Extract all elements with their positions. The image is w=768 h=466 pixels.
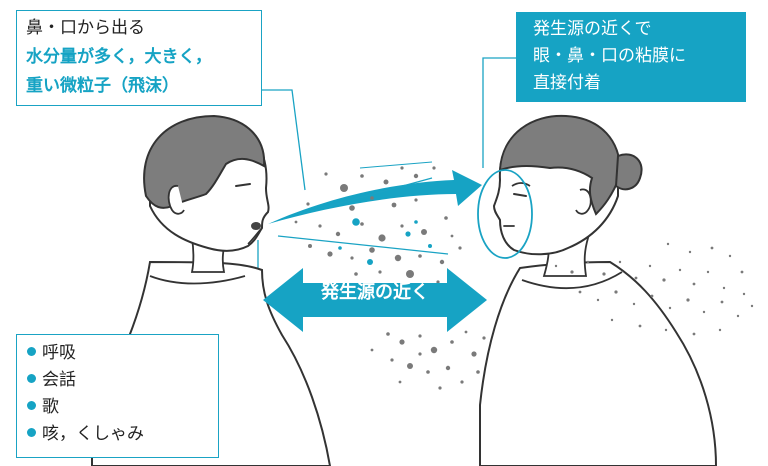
right-person-hair	[498, 114, 622, 216]
distance-arrow-label: 発生源の近く	[321, 282, 429, 303]
route-line-3: 直接付着	[533, 73, 601, 93]
list-item-label: 呼吸	[42, 343, 76, 363]
callout-line-2: 水分量が多く，大きく，	[26, 47, 212, 67]
right-person-shirt	[479, 260, 718, 466]
callout-line-1: 鼻・口から出る	[26, 18, 145, 38]
right-person-bun	[614, 153, 643, 191]
list-item: 呼吸	[27, 345, 76, 362]
callout-infection-route: 発生源の近くで 眼・鼻・口の粘膜に 直接付着	[516, 12, 746, 102]
droplet-spray	[268, 161, 754, 390]
bullet-dot-icon	[27, 428, 36, 437]
list-item: 歌	[27, 399, 59, 416]
callout-line-3: 重い微粒子（飛沫）	[26, 76, 179, 96]
list-item: 咳，くしゃみ	[27, 426, 144, 443]
bullet-dot-icon	[27, 347, 36, 356]
right-person	[477, 114, 718, 466]
list-item-label: 咳，くしゃみ	[42, 424, 144, 444]
right-person-ear	[575, 188, 592, 215]
gray-droplets	[294, 166, 754, 390]
callout-line-top-left	[262, 89, 306, 191]
accent-droplets	[338, 218, 432, 265]
face-mucous-membrane-highlight	[477, 169, 533, 259]
callout-droplet-description: 鼻・口から出る 水分量が多く，大きく， 重い微粒子（飛沫）	[16, 10, 262, 106]
callout-line-top-right	[482, 57, 516, 168]
distance-double-arrow	[263, 268, 487, 332]
bullet-dot-icon	[27, 374, 36, 383]
spray-arrow	[268, 170, 482, 224]
route-line-1: 発生源の近くで	[533, 19, 652, 39]
bullet-dot-icon	[27, 401, 36, 410]
callout-activities-list: 呼吸 会話 歌 咳，くしゃみ	[16, 334, 219, 458]
list-item-label: 会話	[42, 370, 76, 390]
route-line-2: 眼・鼻・口の粘膜に	[533, 46, 686, 66]
list-item: 会話	[27, 372, 76, 389]
left-person-mouth	[251, 222, 261, 230]
list-item-label: 歌	[42, 397, 59, 417]
left-person-ear	[167, 185, 185, 215]
